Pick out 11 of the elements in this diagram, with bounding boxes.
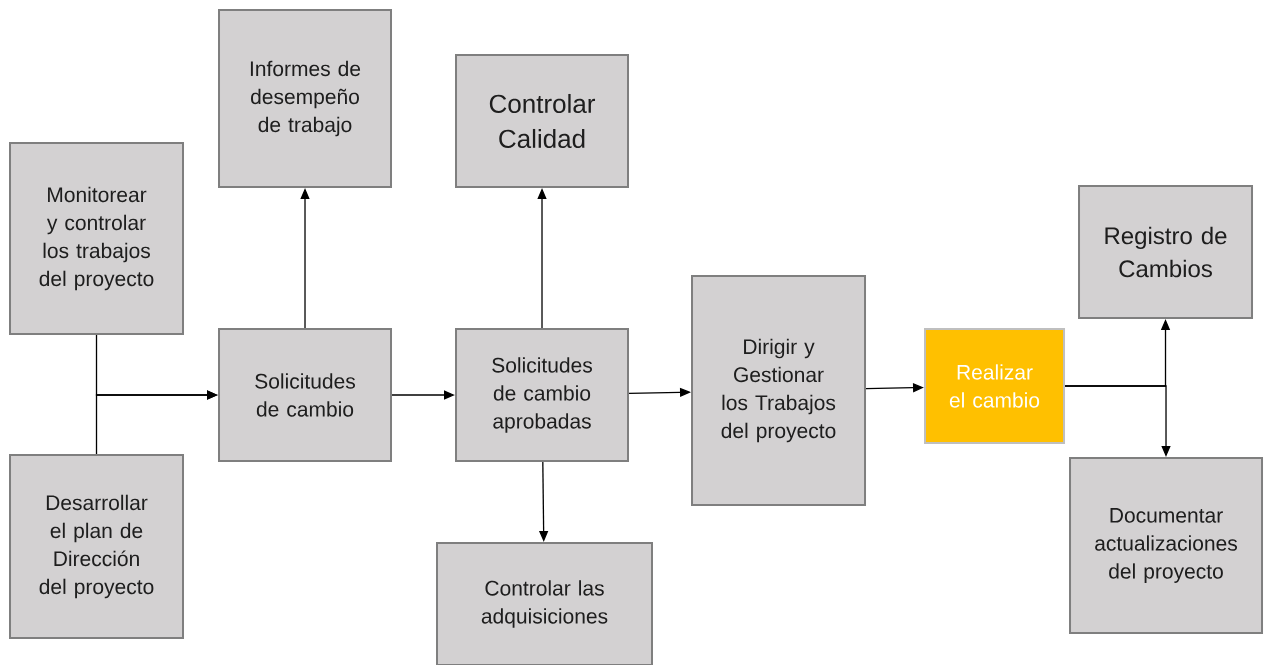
highlighted-box: Realizar el cambio bbox=[924, 328, 1065, 444]
process-box: Desarrollar el plan de Dirección del proyecto bbox=[9, 454, 184, 639]
process-box: Controlar Calidad bbox=[455, 54, 629, 188]
process-box: Registro de Cambios bbox=[1078, 185, 1253, 319]
process-box: Monitorear y controlar los trabajos del proyecto bbox=[9, 142, 184, 335]
process-box: Controlar las adquisiciones bbox=[436, 542, 653, 665]
process-box: Informes de desempeño de trabajo bbox=[218, 9, 392, 188]
process-box: Dirigir y Gestionar los Trabajos del proyecto bbox=[691, 275, 866, 506]
process-box: Solicitudes de cambio bbox=[218, 328, 392, 462]
process-box: Documentar actualizaciones del proyecto bbox=[1069, 457, 1263, 634]
process-box: Solicitudes de cambio aprobadas bbox=[455, 328, 629, 462]
